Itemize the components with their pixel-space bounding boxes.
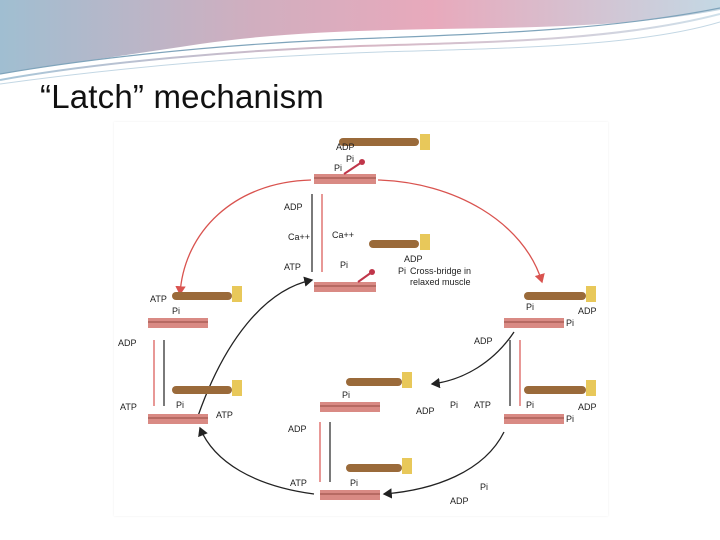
label-adp: ADP <box>118 338 137 348</box>
label-pi: Pi <box>450 400 458 410</box>
label-atp: ATP <box>150 294 167 304</box>
label-ca: Ca++ <box>288 232 310 242</box>
label-pi: Pi <box>480 482 488 492</box>
label-atp: ATP <box>290 478 307 488</box>
title-banner-decoration <box>0 0 720 85</box>
label-pi: Pi <box>526 400 534 410</box>
label-pi: Pi <box>346 154 354 164</box>
label-atp: ATP <box>284 262 301 272</box>
label-adp: ADP <box>336 142 355 152</box>
slide-title: “Latch” mechanism <box>40 78 324 115</box>
label-pi: Pi <box>526 302 534 312</box>
label-adp: ADP <box>288 424 307 434</box>
label-pi: Pi <box>566 414 574 424</box>
label-pi: Pi <box>176 400 184 410</box>
label-pi: Pi <box>566 318 574 328</box>
label-adp: ADP <box>284 202 303 212</box>
state-right-upper: Pi ADP Pi <box>504 286 597 328</box>
state-center-lower: Pi ADP Pi <box>320 372 458 416</box>
state-right-lower: ADP ATP Pi ADP Pi <box>474 336 597 424</box>
state-bottom: ADP ATP Pi ADP Pi <box>288 422 488 506</box>
state-center: ADP Pi Cross-bridge in relaxed muscle AD… <box>284 194 471 292</box>
state-top: ADP Pi Pi <box>314 134 430 184</box>
label-adp: ADP <box>404 254 423 264</box>
label-atp: ATP <box>120 402 137 412</box>
label-adp: ADP <box>578 306 597 316</box>
label-pi: Pi <box>342 390 350 400</box>
state-left-upper: ATP Pi <box>148 286 242 328</box>
label-adp: ADP <box>450 496 469 506</box>
label-pi: Pi <box>340 260 348 270</box>
caption-line-2: relaxed muscle <box>410 277 471 287</box>
caption-line-1: Cross-bridge in <box>410 266 471 276</box>
label-adp: ADP <box>474 336 493 346</box>
latch-mechanism-figure: ADP Pi Pi ADP Pi Cross-bridge in relaxed… <box>114 122 608 516</box>
label-adp: ADP <box>416 406 435 416</box>
label-pi: Pi <box>334 163 342 173</box>
label-pi: Pi <box>350 478 358 488</box>
label-ca: Ca++ <box>332 230 354 240</box>
label-adp: ADP <box>578 402 597 412</box>
label-atp: ATP <box>216 410 233 420</box>
label-atp: ATP <box>474 400 491 410</box>
label-pi: Pi <box>398 266 406 276</box>
label-pi: Pi <box>172 306 180 316</box>
state-left-lower: ADP ATP Pi ATP <box>118 338 242 424</box>
